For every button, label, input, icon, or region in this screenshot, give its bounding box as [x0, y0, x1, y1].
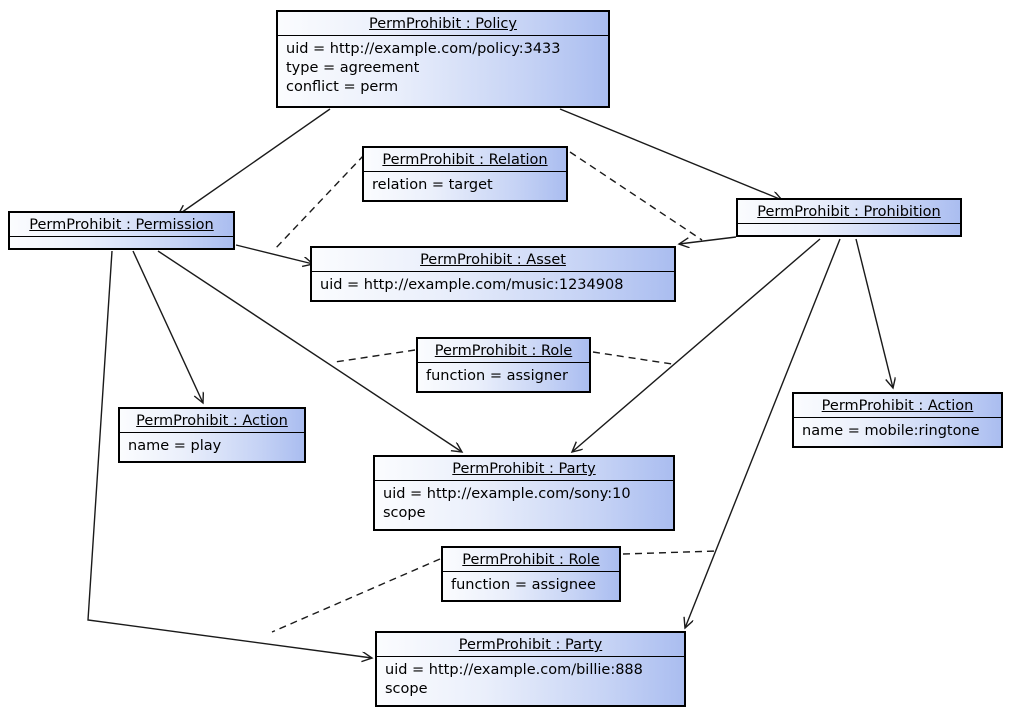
node-title-text: PermProhibit : Role: [462, 552, 600, 568]
node-attribute: scope: [385, 681, 428, 697]
node-party_sony[interactable]: PermProhibit : Party uid = http://example…: [373, 455, 675, 531]
edge-permission-asset: [235, 244, 313, 264]
node-attributes-role_assignee: function = assignee: [443, 572, 619, 600]
node-attributes-party_billie: uid = http://example.com/billie:888 scope: [377, 657, 684, 704]
node-attribute: name = play: [128, 438, 222, 454]
node-title-text: PermProhibit : Action: [821, 398, 974, 414]
node-title-policy: PermProhibit : Policy: [278, 12, 608, 36]
node-title-action_play: PermProhibit : Action: [120, 409, 304, 433]
node-title-text: PermProhibit : Role: [434, 343, 573, 359]
node-attributes-action_play: name = play: [120, 433, 304, 461]
node-attributes-prohibition: [738, 224, 960, 233]
node-role_assignee[interactable]: PermProhibit : Role function = assignee: [441, 546, 621, 602]
node-relation[interactable]: PermProhibit : Relation relation = target: [362, 146, 568, 202]
node-role_assigner[interactable]: PermProhibit : Role function = assigner: [416, 337, 591, 393]
edge-prohibition-asset: [679, 236, 737, 244]
node-attributes-action_ringtone: name = mobile:ringtone: [794, 418, 1001, 446]
node-action_play[interactable]: PermProhibit : Action name = play: [118, 407, 306, 463]
node-title-text: PermProhibit : Policy: [369, 16, 517, 32]
node-attributes-role_assigner: function = assigner: [418, 363, 589, 391]
edge-policy-permission: [178, 108, 331, 215]
node-attributes-policy: uid = http://example.com/policy:3433 type…: [278, 36, 608, 102]
edge-policy-prohibition: [559, 108, 782, 200]
node-title-party_sony: PermProhibit : Party: [375, 457, 673, 481]
node-attribute: type = agreement: [286, 60, 420, 76]
edge-role-assignee-link-permission: [271, 558, 441, 633]
edge-permission-party-sony: [157, 250, 462, 452]
node-attribute: relation = target: [372, 177, 493, 193]
node-title-relation: PermProhibit : Relation: [364, 148, 566, 172]
node-prohibition[interactable]: PermProhibit : Prohibition: [736, 198, 962, 237]
edge-relation-link-permission-asset: [273, 154, 365, 251]
edge-role-assigner-link-permission: [334, 349, 416, 363]
node-title-text: PermProhibit : Prohibition: [757, 204, 941, 220]
node-attribute: scope: [383, 505, 426, 521]
node-asset[interactable]: PermProhibit : Asset uid = http://example…: [310, 246, 676, 302]
edge-role-assignee-link-prohibition: [622, 550, 719, 555]
node-title-text: PermProhibit : Permission: [29, 217, 214, 233]
node-title-text: PermProhibit : Party: [458, 637, 603, 653]
node-title-text: PermProhibit : Relation: [382, 152, 548, 168]
edge-relation-link-prohibition-asset: [569, 151, 703, 241]
node-title-text: PermProhibit : Asset: [420, 252, 566, 268]
node-attribute: conflict = perm: [286, 79, 399, 95]
node-attributes-party_sony: uid = http://example.com/sony:10 scope: [375, 481, 673, 528]
node-attribute: function = assigner: [426, 368, 568, 384]
node-title-text: PermProhibit : Action: [136, 413, 288, 429]
node-party_billie[interactable]: PermProhibit : Party uid = http://example…: [375, 631, 686, 707]
edge-prohibition-party-sony: [572, 238, 821, 452]
node-title-role_assignee: PermProhibit : Role: [443, 548, 619, 572]
node-title-permission: PermProhibit : Permission: [10, 213, 233, 237]
node-permission[interactable]: PermProhibit : Permission: [8, 211, 235, 250]
node-attributes-asset: uid = http://example.com/music:1234908: [312, 272, 674, 300]
node-action_ringtone[interactable]: PermProhibit : Action name = mobile:ringt…: [792, 392, 1003, 448]
edge-permission-action-play: [132, 250, 203, 403]
node-title-text: PermProhibit : Party: [452, 461, 596, 477]
edge-role-assigner-link-prohibition: [592, 351, 673, 365]
edge-prohibition-action-ringtone: [855, 238, 893, 388]
node-title-action_ringtone: PermProhibit : Action: [794, 394, 1001, 418]
node-attribute: uid = http://example.com/billie:888: [385, 662, 643, 678]
edge-prohibition-party-billie: [685, 238, 841, 628]
node-title-role_assigner: PermProhibit : Role: [418, 339, 589, 363]
node-attribute: uid = http://example.com/policy:3433: [286, 41, 561, 57]
node-policy[interactable]: PermProhibit : Policy uid = http://exampl…: [276, 10, 610, 108]
node-attributes-relation: relation = target: [364, 172, 566, 200]
node-title-asset: PermProhibit : Asset: [312, 248, 674, 272]
node-title-prohibition: PermProhibit : Prohibition: [738, 200, 960, 224]
node-attribute: function = assignee: [451, 577, 596, 593]
node-attribute: name = mobile:ringtone: [802, 423, 980, 439]
node-attribute: uid = http://example.com/sony:10: [383, 486, 631, 502]
node-attributes-permission: [10, 237, 233, 246]
node-attribute: uid = http://example.com/music:1234908: [320, 277, 624, 293]
edge-permission-party-billie: [87, 250, 372, 658]
node-title-party_billie: PermProhibit : Party: [377, 633, 684, 657]
